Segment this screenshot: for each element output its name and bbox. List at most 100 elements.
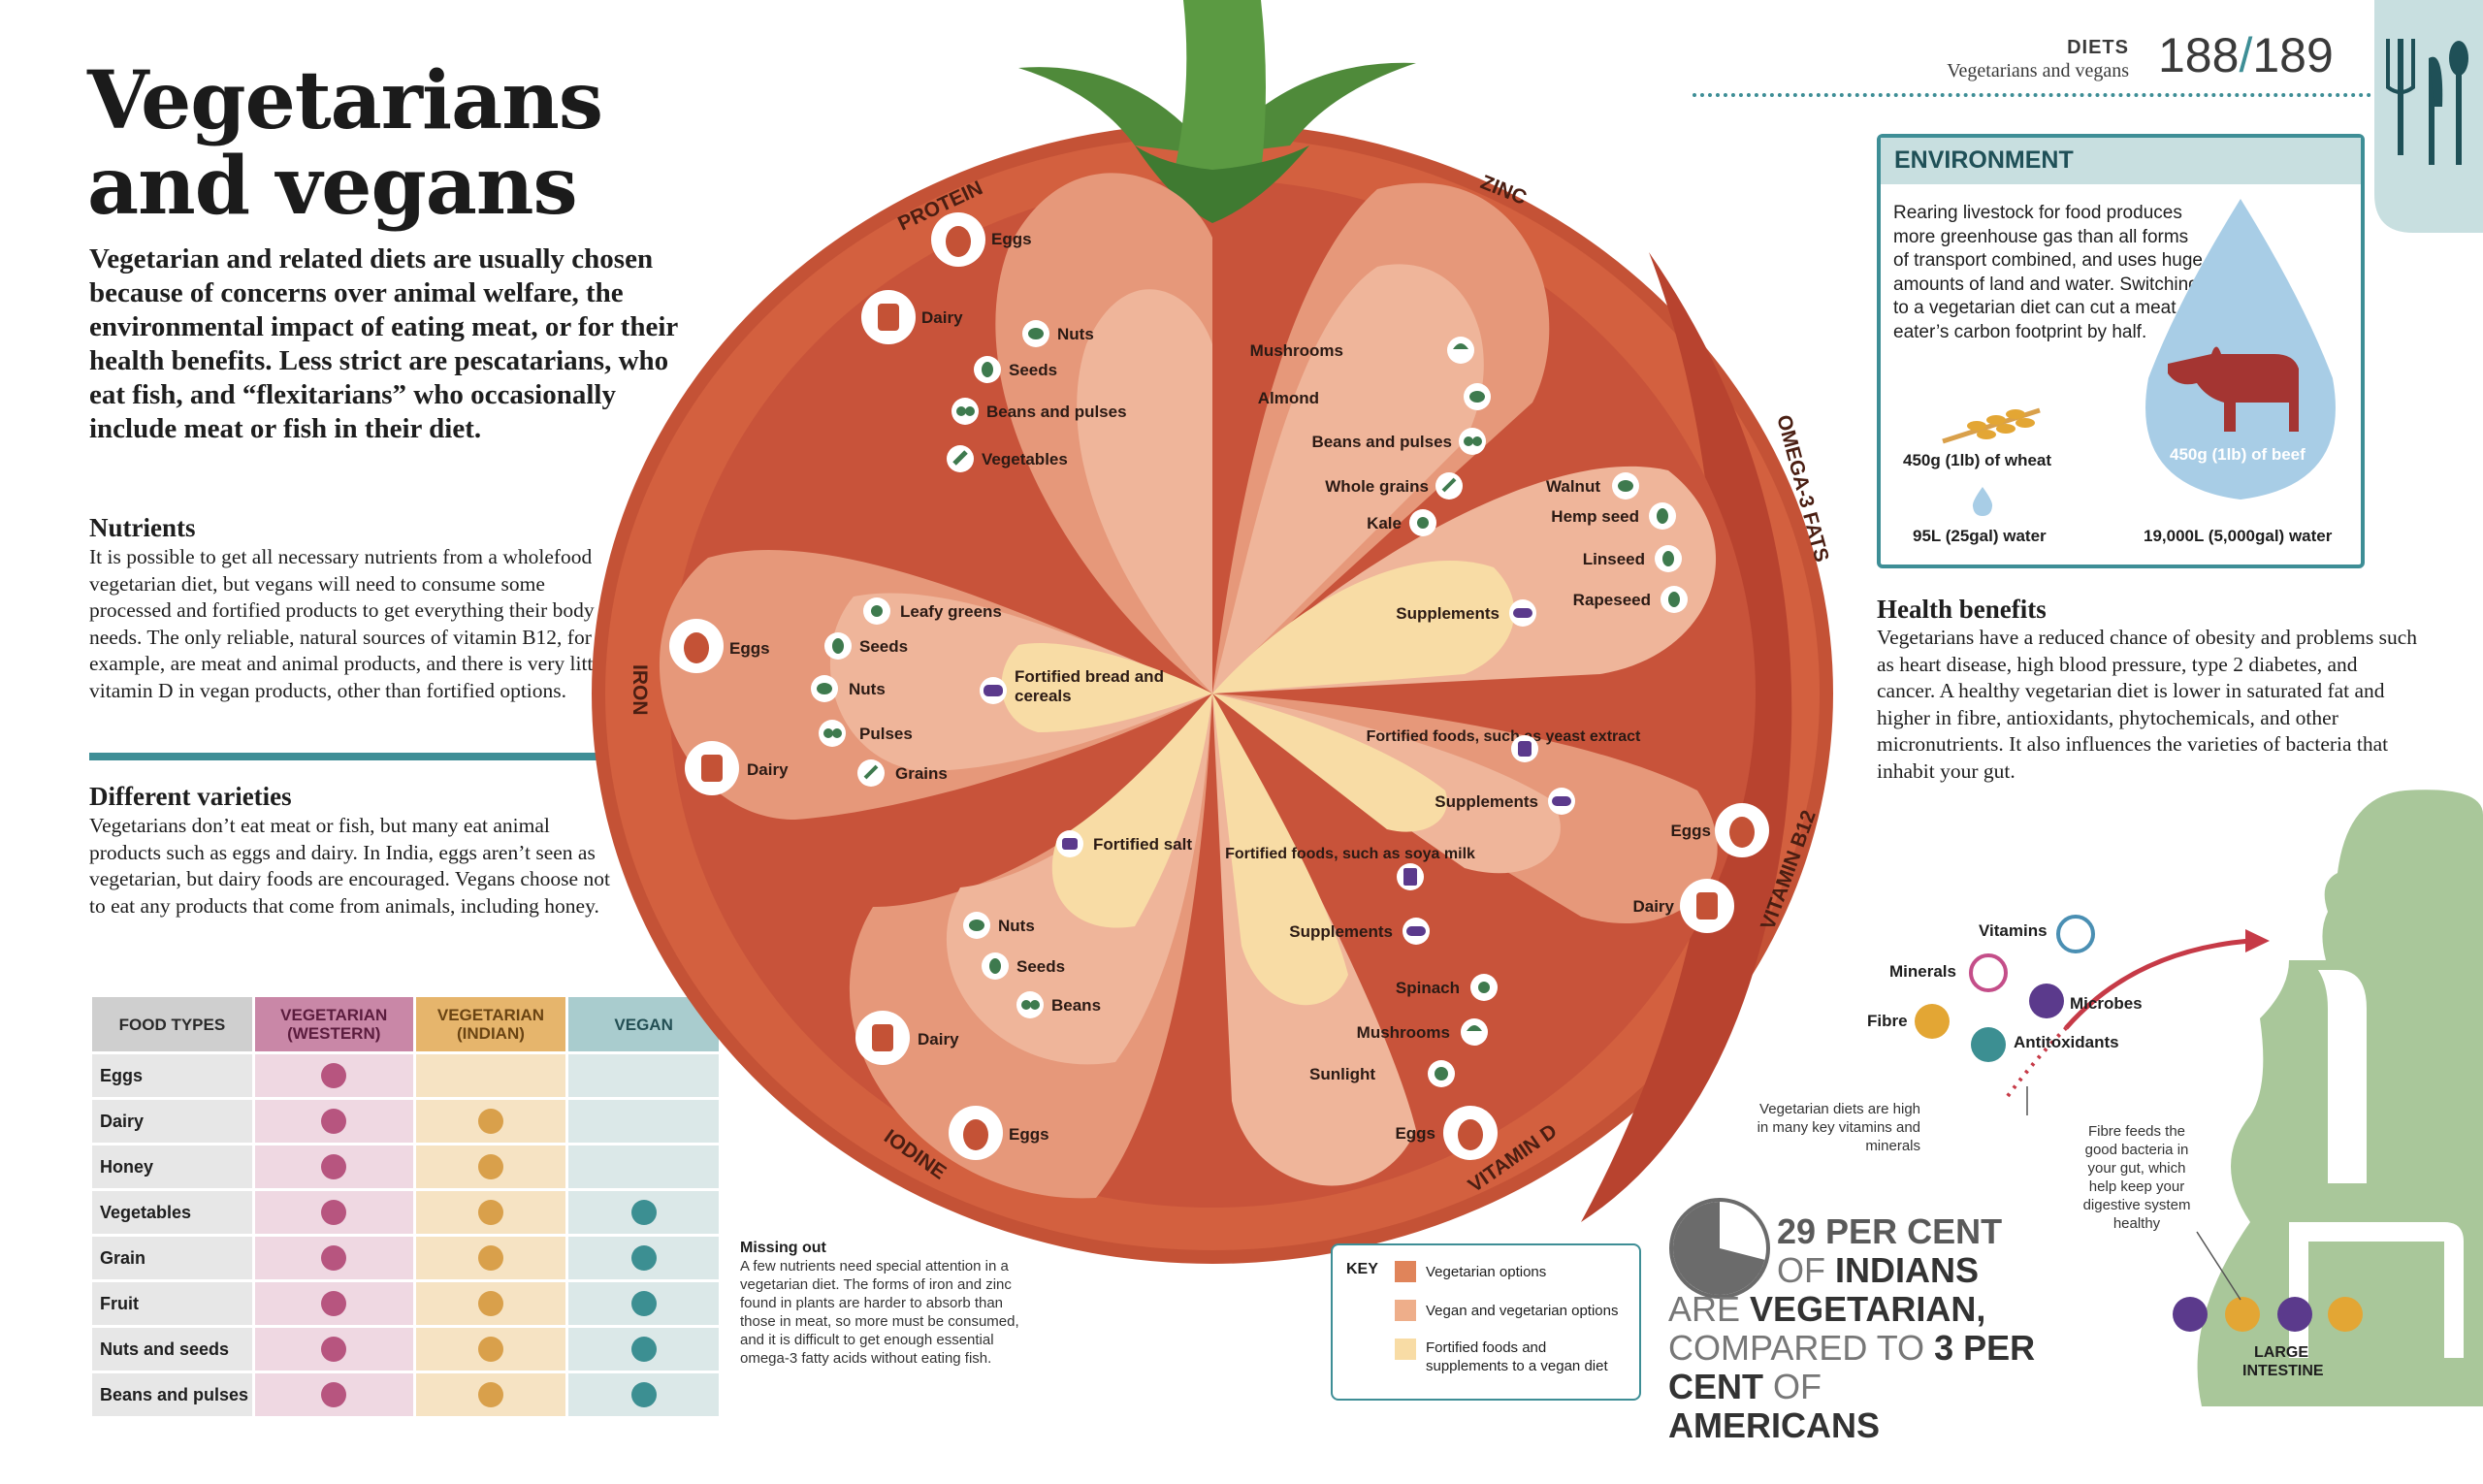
food-type-cell: Beans and pulses (92, 1373, 252, 1416)
food-label: Eggs (729, 639, 770, 658)
stat-word: 3 PER (1934, 1328, 2036, 1368)
stat-line-1: 29 PER CENT (1777, 1211, 2003, 1251)
microbe-icon (2277, 1297, 2312, 1332)
food-type-cell: Vegetables (92, 1191, 252, 1234)
indian-cell (415, 1054, 566, 1097)
key-swatch-fortified (1395, 1339, 1416, 1360)
indian-cell (415, 1100, 566, 1143)
page-numbers: 188/189 (2158, 27, 2334, 83)
missing-out-text: A few nutrients need special attention i… (740, 1258, 1019, 1367)
table-header: VEGETARIAN (INDIAN) (415, 997, 566, 1051)
microbes-icon (2029, 984, 2064, 1018)
food-type-cell: Grain (92, 1237, 252, 1279)
food-type-cell: Fruit (92, 1282, 252, 1325)
stat-line-4: COMPARED TO 3 PER (1668, 1329, 2037, 1368)
page-separator: / (2239, 28, 2253, 82)
food-label: Eggs (1009, 1125, 1049, 1144)
label-fibre: Fibre (1867, 1012, 1908, 1030)
beef-label: 450g (1lb) of beef (2170, 445, 2306, 464)
food-label: Leafy greens (900, 602, 1002, 621)
indian-cell (415, 1191, 566, 1234)
key-label: Fortified foods and supplements to a veg… (1426, 1339, 1608, 1374)
arrow-path (2064, 938, 2251, 1030)
food-icon (321, 1063, 347, 1088)
mushroom-icon (1461, 1018, 1488, 1046)
petal-zinc-inner (1212, 264, 1484, 694)
food-icon (477, 1291, 503, 1316)
food-label: Whole grains (1325, 477, 1429, 496)
section-divider (89, 753, 613, 760)
label-antitoxidants: Antitoxidants (2014, 1033, 2119, 1051)
food-type-cell: Eggs (92, 1054, 252, 1097)
tomato-diagram: PROTEIN ZINC OMEGA-3 FATS VITAMIN B12 VI… (592, 0, 1833, 1264)
label-iron: IRON (629, 664, 651, 716)
leader-line (2196, 1231, 2241, 1301)
antioxidants-icon (1971, 1027, 2006, 1062)
food-label: Beans and pulses (1311, 433, 1452, 451)
vegan-cell (568, 1100, 719, 1143)
wheat-label: 450g (1lb) of wheat (1903, 451, 2052, 469)
petal-protein-inner (1077, 289, 1212, 694)
food-icon (477, 1154, 503, 1179)
table-row: Grain (92, 1237, 719, 1279)
environment-text: Rearing livestock for food produces more… (1893, 203, 2203, 342)
food-label: Seeds (859, 637, 908, 656)
food-label: Mushrooms (1250, 341, 1343, 360)
western-cell (254, 1054, 413, 1097)
indian-cell (415, 1145, 566, 1188)
petal-omega3-fort (1212, 560, 1515, 694)
western-cell (254, 1191, 413, 1234)
food-type-cell: Nuts and seeds (92, 1328, 252, 1371)
food-label: Eggs (1670, 822, 1711, 840)
food-label: Pulses (859, 725, 913, 743)
food-types-table: FOOD TYPES VEGETARIAN (WESTERN) VEGETARI… (89, 994, 722, 1419)
vegan-cell (568, 1282, 719, 1325)
page-left: 188 (2158, 28, 2240, 82)
food-label: Linseed (1583, 550, 1645, 568)
vegan-cell (568, 1237, 719, 1279)
table-row: Honey (92, 1145, 719, 1188)
food-label: Dairy (747, 760, 789, 779)
section-label: DIETS (2067, 37, 2129, 58)
stat-word: ARE (1668, 1289, 1741, 1329)
page-title: Vegetarians and vegans (87, 58, 708, 229)
food-icon (321, 1154, 347, 1179)
petal-b12-fort (1212, 694, 1447, 832)
stat-line-3: ARE VEGETARIAN, (1668, 1290, 2037, 1329)
label-microbes: Microbes (2070, 994, 2143, 1013)
food-icon (477, 1337, 503, 1362)
cow-icon (2168, 346, 2299, 432)
food-label: Beans (1051, 996, 1101, 1015)
health-heading: Health benefits (1877, 595, 2047, 624)
key-box: KEY Vegetarian options Vegan and vegetar… (1331, 1243, 1641, 1401)
table-header: FOOD TYPES (92, 997, 252, 1051)
indian-cell (415, 1373, 566, 1416)
nutrients-heading: Nutrients (89, 513, 196, 542)
food-icon (477, 1382, 503, 1407)
missing-out-note: Missing out A few nutrients need special… (740, 1240, 1031, 1368)
table-row: Beans and pulses (92, 1373, 719, 1416)
table-row: Nuts and seeds (92, 1328, 719, 1371)
stat-word: COMPARED TO (1668, 1328, 1925, 1368)
key-swatch-vegetarian (1395, 1261, 1416, 1282)
stat-word: VEGETARIAN, (1750, 1289, 1986, 1329)
stat-word: OF (1773, 1367, 1822, 1406)
intro-paragraph: Vegetarian and related diets are usually… (89, 243, 678, 444)
food-label: Supplements (1289, 922, 1393, 941)
arrow-head-icon (2245, 929, 2270, 952)
key-label: Vegan and vegetarian options (1426, 1303, 1619, 1319)
fibre-icon (2225, 1297, 2260, 1332)
food-type-cell: Honey (92, 1145, 252, 1188)
food-icon (477, 1109, 503, 1134)
table-row: Fruit (92, 1282, 719, 1325)
food-label: Walnut (1546, 477, 1600, 496)
subsection-label: Vegetarians and vegans (1947, 60, 2129, 81)
food-icon (630, 1291, 657, 1316)
table-row: Eggs (92, 1054, 719, 1097)
label-vitamins: Vitamins (1979, 921, 2048, 940)
food-label: Hemp seed (1551, 507, 1639, 526)
stat-word: OF (1777, 1250, 1825, 1290)
fibre-icon (2328, 1297, 2363, 1332)
food-label: Fortified foods, such as yeast extract (1367, 728, 1641, 745)
food-label: Seeds (1009, 361, 1057, 379)
